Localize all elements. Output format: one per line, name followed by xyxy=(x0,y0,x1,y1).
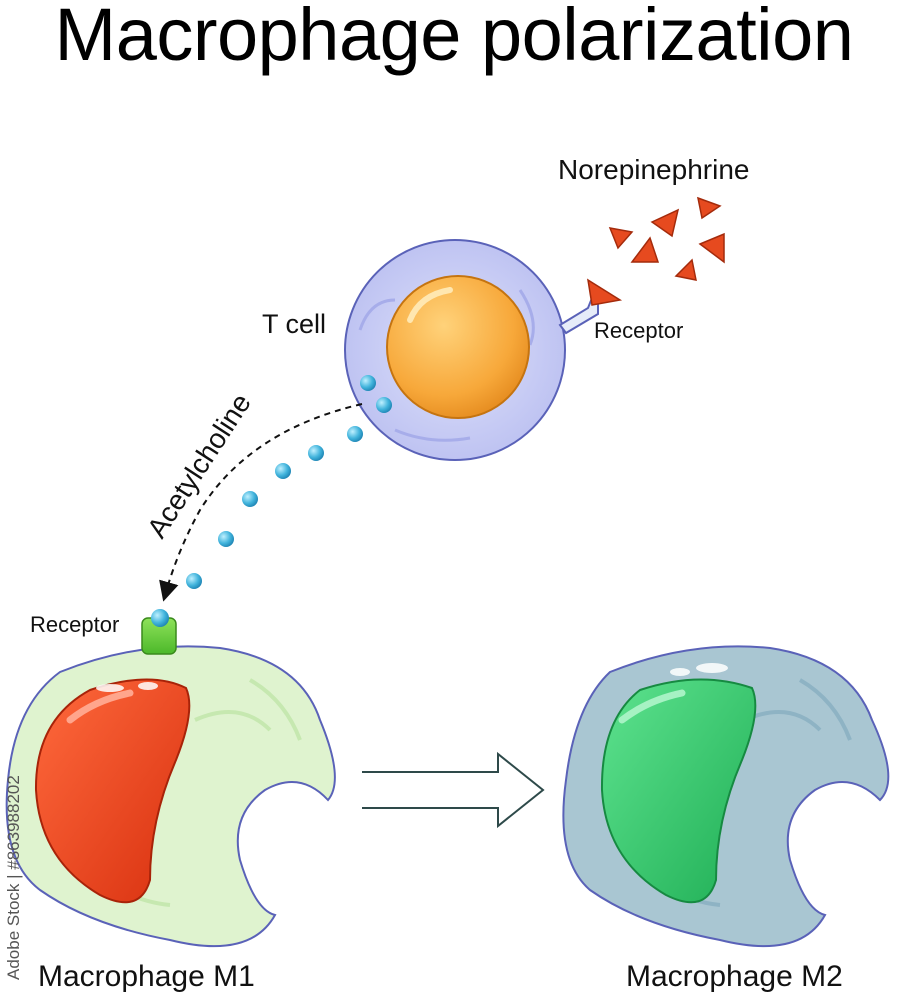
m2-nucleus xyxy=(600,678,757,904)
norepinephrine-molecules xyxy=(608,196,725,281)
acetylcholine-molecules xyxy=(186,375,392,589)
macrophage-m2-label: Macrophage M2 xyxy=(626,960,843,993)
norepinephrine-molecule xyxy=(698,232,725,264)
acetylcholine-molecule xyxy=(308,445,324,461)
macrophage-m1 xyxy=(5,645,336,948)
t-cell-receptor xyxy=(558,278,623,335)
norepinephrine-molecule xyxy=(650,208,680,238)
norepinephrine-label: Norepinephrine xyxy=(558,154,750,185)
m1-shine xyxy=(138,682,158,690)
acetylcholine-molecule xyxy=(376,397,392,413)
t-cell-label: T cell xyxy=(262,309,327,339)
acetylcholine-label: Acetylcholine xyxy=(141,388,257,543)
page-title: Macrophage polarization xyxy=(54,0,854,76)
norepinephrine-molecule xyxy=(630,236,660,263)
m2-shine xyxy=(670,668,690,676)
m1-nucleus xyxy=(34,678,191,904)
t-cell-nucleus xyxy=(386,275,530,419)
acetylcholine-molecule xyxy=(275,463,291,479)
t-cell-receptor-label: Receptor xyxy=(594,318,684,343)
m2-nucleus-highlight xyxy=(618,689,686,724)
norepinephrine-molecule xyxy=(674,258,697,281)
stock-watermark: Adobe Stock | #863988202 xyxy=(4,775,23,980)
acetylcholine-molecule xyxy=(218,531,234,547)
acetylcholine-molecule xyxy=(347,426,363,442)
t-cell xyxy=(344,239,566,461)
bound-norepinephrine xyxy=(586,278,623,306)
t-cell-nucleus-highlight xyxy=(407,287,453,323)
acetylcholine-molecule xyxy=(186,573,202,589)
norepinephrine-molecule xyxy=(697,196,722,220)
m1-receptor-label: Receptor xyxy=(30,612,120,637)
m1-receptor xyxy=(141,609,177,655)
polarization-arrow xyxy=(362,751,545,829)
macrophage-m1-label: Macrophage M1 xyxy=(38,960,255,993)
m1-shine xyxy=(96,684,124,692)
bound-acetylcholine xyxy=(151,609,169,627)
norepinephrine-molecule xyxy=(608,227,634,250)
t-cell-texture xyxy=(358,289,535,442)
acetylcholine-arrow xyxy=(159,403,363,602)
m2-shine xyxy=(696,663,728,673)
acetylcholine-molecule xyxy=(360,375,376,391)
m1-nucleus-highlight xyxy=(66,689,134,724)
acetylcholine-molecule xyxy=(242,491,258,507)
macrophage-m2 xyxy=(562,645,890,948)
